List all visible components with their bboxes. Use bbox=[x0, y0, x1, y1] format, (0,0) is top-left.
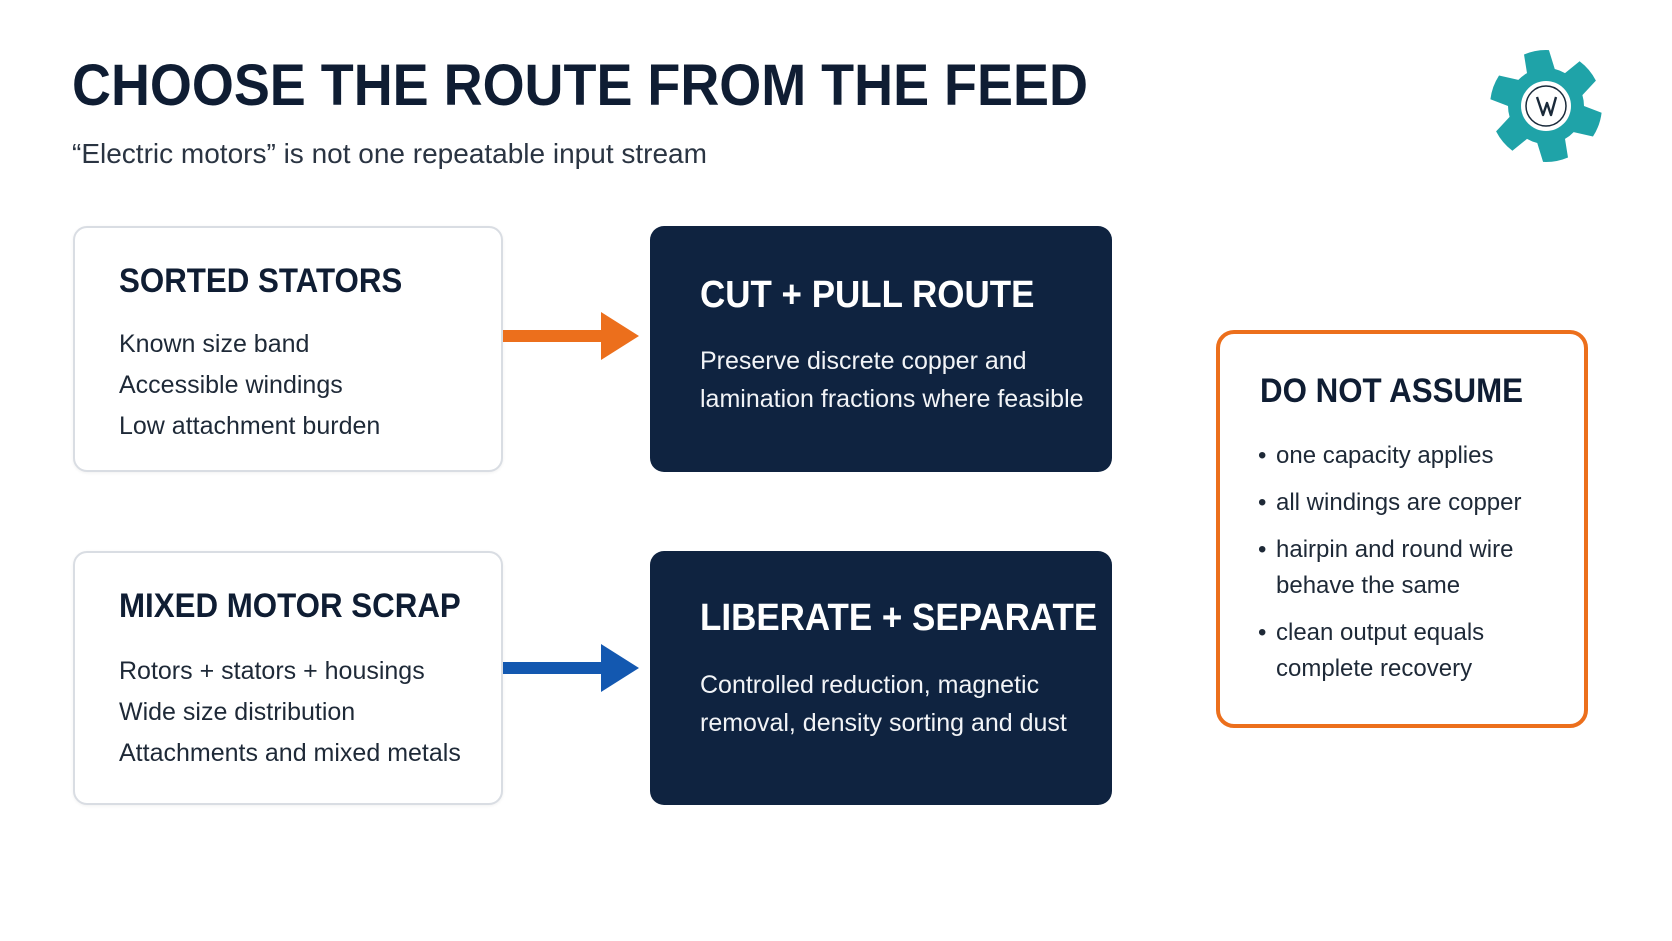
list-item: Known size band bbox=[119, 330, 310, 358]
arrow-shaft bbox=[503, 662, 603, 674]
list-item: clean output equals complete recovery bbox=[1258, 615, 1558, 687]
route-card-liberate-separate: LIBERATE + SEPARATE Controlled reduction… bbox=[650, 551, 1112, 805]
route-card-title: LIBERATE + SEPARATE bbox=[700, 597, 1098, 639]
input-card-title: MIXED MOTOR SCRAP bbox=[119, 587, 461, 625]
warning-list: one capacity applies all windings are co… bbox=[1258, 438, 1558, 698]
list-item: one capacity applies bbox=[1258, 438, 1558, 474]
gear-logo-icon bbox=[1490, 50, 1602, 162]
input-card-title: SORTED STATORS bbox=[119, 262, 403, 300]
input-card-lines: Rotors + stators + housings Wide size di… bbox=[119, 651, 461, 774]
list-item: Low attachment burden bbox=[119, 412, 381, 440]
input-card-sorted-stators: SORTED STATORS Known size band Accessibl… bbox=[73, 226, 503, 472]
arrow-right-icon-orange bbox=[503, 312, 639, 360]
arrow-head bbox=[601, 644, 639, 692]
do-not-assume-card: DO NOT ASSUME one capacity applies all w… bbox=[1216, 330, 1588, 728]
warning-title: DO NOT ASSUME bbox=[1260, 372, 1524, 410]
list-item: all windings are copper bbox=[1258, 485, 1558, 521]
list-item: Rotors + stators + housings bbox=[119, 657, 425, 685]
list-item: Wide size distribution bbox=[119, 698, 356, 726]
arrow-shaft bbox=[503, 330, 603, 342]
route-card-title: CUT + PULL ROUTE bbox=[700, 274, 1035, 316]
page-subtitle: “Electric motors” is not one repeatable … bbox=[72, 138, 707, 169]
input-card-lines: Known size band Accessible windings Low … bbox=[119, 324, 380, 447]
route-card-description: Controlled reduction, magnetic removal, … bbox=[700, 671, 1067, 737]
route-card-cut-pull: CUT + PULL ROUTE Preserve discrete coppe… bbox=[650, 226, 1112, 472]
list-item: hairpin and round wire behave the same bbox=[1258, 532, 1558, 604]
input-card-mixed-motor-scrap: MIXED MOTOR SCRAP Rotors + stators + hou… bbox=[73, 551, 503, 805]
page-title: CHOOSE THE ROUTE FROM THE FEED bbox=[72, 53, 1088, 118]
arrow-right-icon-blue bbox=[503, 644, 639, 692]
arrow-head bbox=[601, 312, 639, 360]
list-item: Attachments and mixed metals bbox=[119, 739, 461, 767]
route-card-description: Preserve discrete copper and lamination … bbox=[700, 347, 1084, 413]
list-item: Accessible windings bbox=[119, 371, 343, 399]
